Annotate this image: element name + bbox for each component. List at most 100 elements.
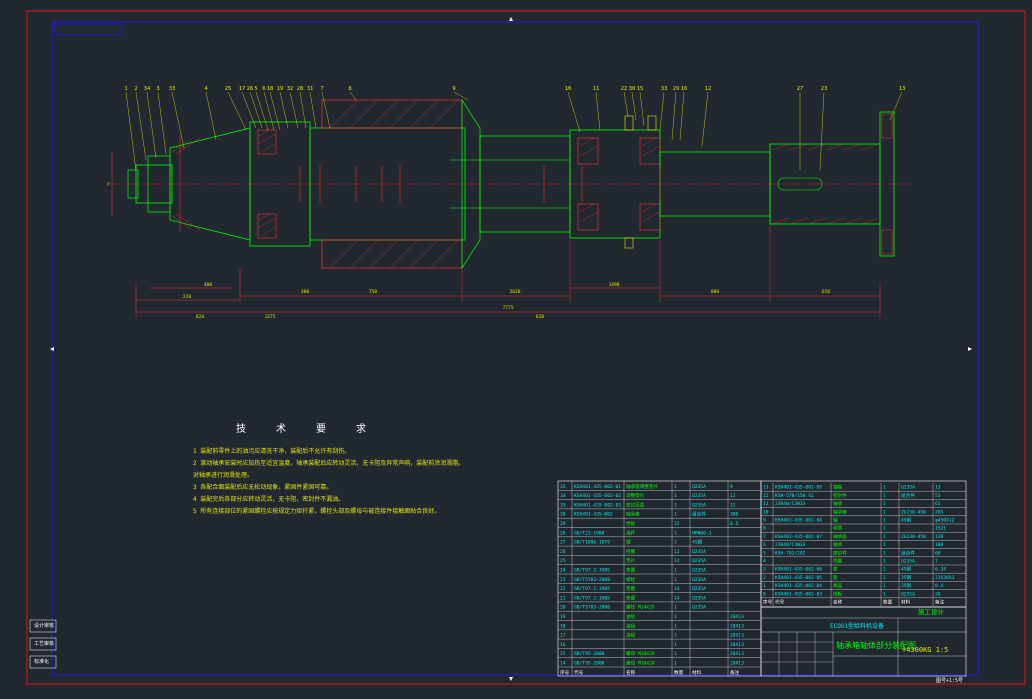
bom-header-cell: 序号 <box>560 669 570 676</box>
bom-cell: KSH401-435-002-03 <box>775 591 822 597</box>
balloon-label: 27 <box>797 86 804 92</box>
balloon-label: 26 <box>247 86 254 92</box>
bom-cell: 16 <box>560 642 566 648</box>
bom-cell: 21 <box>560 595 566 601</box>
bom-cell: 20 <box>560 605 566 611</box>
bom-cell: 轴承座调整垫片 <box>626 483 659 490</box>
bom-cell: 10 <box>763 509 769 515</box>
stamp-design-review: 设计审核 <box>34 623 55 629</box>
dimension-label: 650 <box>822 289 830 295</box>
bom-cell: 套 <box>833 566 838 573</box>
bom-cell: 垫片 <box>626 557 636 564</box>
bom-cell: 22 <box>560 586 566 592</box>
bom-cell: GB/T97.2-1985 <box>574 568 610 574</box>
bom-cell: 1 <box>883 542 886 548</box>
balloon-label: 33 <box>169 86 176 92</box>
bom-cell: 1 <box>674 484 677 490</box>
bom-cell: 29 <box>560 521 566 527</box>
bom-cell: 组合件 <box>692 511 706 518</box>
bom-cell: 轴承座 <box>833 533 847 540</box>
bom-cell: 1 <box>883 526 886 532</box>
balloon-label: 2 <box>134 86 137 92</box>
bom-cell: 35 <box>560 484 566 490</box>
bom-cell: Q235A <box>901 485 915 491</box>
bom-cell: 20X13 <box>730 642 744 648</box>
bom-cell: 35钢 <box>901 574 912 581</box>
bom-cell: 13 <box>935 485 941 491</box>
bom-cell: KSH401-435-002-09 <box>775 485 822 491</box>
bom-cell: 0 <box>763 591 766 597</box>
bom-cell: 1 <box>674 530 677 536</box>
bom-cell: 油毡 <box>626 632 636 639</box>
bom-cell: Q235A <box>692 568 706 574</box>
bom-cell: 1 <box>883 501 886 507</box>
bom-header-cell: 代号 <box>574 669 584 676</box>
bom-cell: 1 <box>674 577 677 583</box>
bom-cell: 螺母 M10X20 <box>626 650 655 657</box>
bom-cell: 32 <box>674 521 680 527</box>
bom-cell: Q235A <box>692 577 706 583</box>
bom-cell: 键 <box>626 539 631 546</box>
bom-cell: 6 <box>763 542 766 548</box>
bom-cell: GB/T95-2000 <box>574 651 605 657</box>
bom-cell: 螺栓 <box>626 576 636 583</box>
bom-cell: 1 <box>883 550 886 556</box>
bom-cell: KSH401-435-002-01 <box>574 484 621 490</box>
bom-cell: 1521 <box>935 526 946 532</box>
dimension-label: 750 <box>369 289 377 295</box>
bom-cell: 23040/C3W33 <box>775 542 806 548</box>
dimension-label: 400 <box>204 282 212 288</box>
bom-header-cell: 名称 <box>626 669 636 676</box>
bom-cell: 轴承座 <box>833 508 847 515</box>
bom-cell: GB/T97.2-1985 <box>574 595 610 601</box>
bom-cell: 1 <box>883 518 886 524</box>
bom-cell: 油毡 <box>626 622 636 629</box>
bom-cell: 1 <box>883 575 886 581</box>
bom-cell: 卷筒 <box>833 525 843 532</box>
stamp-standardization: 标准化 <box>34 659 50 665</box>
bom-cell: 12 <box>763 493 769 499</box>
balloon-label: 5 <box>254 86 257 92</box>
bom-cell: Q235A <box>901 559 915 565</box>
bom-cell: 1 <box>883 534 886 540</box>
bom-cell: 20X13 <box>730 651 744 657</box>
bom-cell: 13 <box>763 485 769 491</box>
bom-cell: HPN00-1 <box>692 530 712 536</box>
bom-cell: 挡板 <box>833 590 843 597</box>
balloon-label: 13 <box>899 86 906 92</box>
bom-cell: 35钢 <box>901 582 912 589</box>
bom-cell: 100 <box>935 542 944 548</box>
bom-cell: 油杯 <box>626 529 636 536</box>
balloon-label: 19 <box>277 86 284 92</box>
bom-cell: Q235A <box>692 586 706 592</box>
bom-cell: ZG230-450 <box>901 534 926 540</box>
balloon-label: 25 <box>225 86 232 92</box>
bom-cell: 挡板 <box>626 520 636 527</box>
bom-cell: 30 <box>560 512 566 518</box>
bom-cell: 0.5 <box>730 521 739 527</box>
tech-note: 2 滚动轴承安装时应加热至适宜温度，轴承装配后应转动灵活，无卡阻及异常声响，装配… <box>193 460 465 467</box>
balloon-label: 4 <box>204 86 208 92</box>
bom-cell: 组合件 <box>901 549 915 556</box>
inner-frame <box>51 21 979 676</box>
dimension-label: 620 <box>536 314 544 320</box>
bom-cell: Q235A <box>692 595 706 601</box>
bom-cell: 挡圈 <box>833 558 843 565</box>
dimension-label: 7775 <box>503 305 514 311</box>
bom-cell: KSH401-435-002-06 <box>775 567 822 573</box>
bom-header-cell: 备注 <box>935 599 945 606</box>
bom-cell: 1 <box>674 540 677 546</box>
scale-note: 图号+1:5号 <box>936 678 964 684</box>
bom-cell: 2 <box>763 575 766 581</box>
balloon-label: 9 <box>452 86 455 92</box>
bom-cell: 12 <box>674 549 680 555</box>
bom-header-cell: 材料 <box>901 599 911 606</box>
bom-cell: 45钢 <box>901 566 912 573</box>
bom-cell: 20X13 <box>730 623 744 629</box>
technical-requirements-list: 1 装配前零件上的油污应清洗干净，装配后不允许有刮伤。 2 滚动轴承安装时应加热… <box>193 446 553 518</box>
bom-cell: GB/T23-1988 <box>574 530 605 536</box>
left-stamp-boxes <box>29 619 57 669</box>
bom-cell: Q235A <box>692 549 706 555</box>
